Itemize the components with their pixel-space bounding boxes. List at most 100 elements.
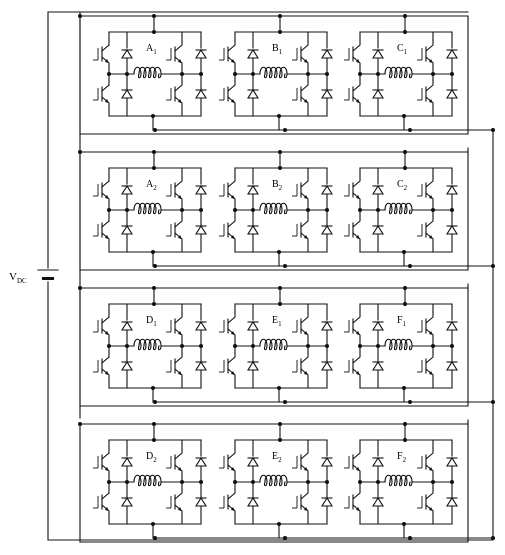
igbt-collector <box>425 487 434 500</box>
igbt-switch-upper-right <box>417 447 434 477</box>
diode-triangle <box>247 224 259 235</box>
igbt-switch-lower-left <box>219 215 236 245</box>
inductor-winding <box>133 338 162 351</box>
diode-lower-left <box>247 88 259 99</box>
cell-label-letter: B <box>272 43 279 54</box>
cell-label: C2 <box>397 179 408 192</box>
cell-label-index: 1 <box>404 48 408 56</box>
junction-dot <box>277 386 281 390</box>
igbt-arrow <box>356 467 360 471</box>
h-bridge-cell <box>219 422 333 539</box>
diode-triangle <box>121 456 133 467</box>
igbt-collector <box>174 311 183 324</box>
group-frame-4 <box>79 423 469 543</box>
igbt-switch-lower-right <box>417 79 434 109</box>
cell-label: E1 <box>272 315 282 328</box>
igbt-collector <box>174 447 183 460</box>
junction-dot <box>153 536 157 540</box>
igbt-collector <box>352 311 361 324</box>
igbt-switch-lower-left <box>219 487 236 517</box>
diode-triangle <box>121 224 133 235</box>
junction-dot <box>278 286 282 290</box>
diode-triangle <box>321 496 333 507</box>
igbt-arrow <box>231 59 235 63</box>
inductor-coil <box>384 474 413 487</box>
inductor-winding <box>133 66 162 79</box>
junction-dot <box>152 302 156 306</box>
diode-upper-left <box>121 320 133 331</box>
junction-dot <box>491 536 495 540</box>
diode-triangle <box>195 224 207 235</box>
diode-triangle <box>446 360 458 371</box>
junction-dot <box>408 400 412 404</box>
igbt-arrow <box>178 195 182 199</box>
diode-triangle <box>247 456 259 467</box>
junction-dot <box>278 302 282 306</box>
igbt-collector <box>227 351 236 364</box>
junction-dot <box>251 480 255 484</box>
inductor-winding <box>133 474 162 487</box>
igbt-arrow <box>231 507 235 511</box>
igbt-arrow <box>105 507 109 511</box>
diode-upper-left <box>372 184 384 195</box>
igbt-arrow <box>304 235 308 239</box>
diode-upper-right <box>321 320 333 331</box>
diode-triangle <box>372 360 384 371</box>
igbt-switch-lower-left <box>344 351 361 381</box>
igbt-arrow <box>429 507 433 511</box>
diode-upper-left <box>121 184 133 195</box>
diode-upper-left <box>121 48 133 59</box>
igbt-collector <box>300 215 309 228</box>
diode-upper-right <box>195 48 207 59</box>
igbt-collector <box>101 487 110 500</box>
diode-upper-left <box>372 48 384 59</box>
junction-dot <box>233 208 237 212</box>
diode-lower-right <box>321 224 333 235</box>
cell-label: A1 <box>146 43 157 56</box>
h-bridge-cell <box>344 150 458 267</box>
igbt-collector <box>425 311 434 324</box>
inductor-winding <box>133 202 162 215</box>
junction-dot <box>152 150 156 154</box>
diode-triangle <box>372 224 384 235</box>
inductor-winding <box>259 66 288 79</box>
cell-label-letter: D <box>146 451 153 462</box>
igbt-collector <box>425 351 434 364</box>
diode-lower-right <box>321 88 333 99</box>
inductor-coil <box>133 338 162 351</box>
diode-upper-left <box>121 456 133 467</box>
diode-triangle <box>195 496 207 507</box>
junction-dot <box>402 250 406 254</box>
diode-lower-left <box>121 224 133 235</box>
cell-label-letter: A <box>146 179 154 190</box>
junction-dot <box>491 400 495 404</box>
igbt-collector <box>174 175 183 188</box>
igbt-arrow <box>429 331 433 335</box>
igbt-switch-lower-left <box>219 79 236 109</box>
cell-label-letter: E <box>272 315 278 326</box>
diode-triangle <box>446 184 458 195</box>
junction-dot <box>283 400 287 404</box>
inductor-winding <box>384 202 413 215</box>
diode-triangle <box>446 496 458 507</box>
igbt-collector <box>227 175 236 188</box>
igbt-switch-lower-left <box>344 487 361 517</box>
igbt-arrow <box>178 507 182 511</box>
bus-wiring <box>47 11 495 541</box>
igbt-switch-upper-left <box>344 175 361 205</box>
inductor-winding <box>384 338 413 351</box>
igbt-arrow <box>105 59 109 63</box>
igbt-arrow <box>304 507 308 511</box>
cell-label-letter: D <box>146 315 153 326</box>
igbt-arrow <box>429 195 433 199</box>
source-label: VDC <box>9 271 27 285</box>
igbt-collector <box>174 351 183 364</box>
diode-upper-right <box>446 320 458 331</box>
inductor-coil <box>384 202 413 215</box>
igbt-collector <box>174 39 183 52</box>
diode-lower-left <box>372 496 384 507</box>
diode-triangle <box>195 184 207 195</box>
igbt-collector <box>352 487 361 500</box>
junction-dot <box>491 128 495 132</box>
